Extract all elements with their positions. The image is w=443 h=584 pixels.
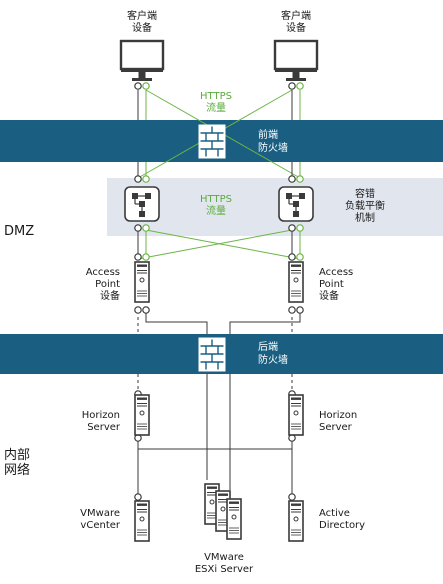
access-point-right-label-line1: Access xyxy=(319,267,353,278)
horizon-left-label-line1: Horizon xyxy=(82,410,120,421)
https-mid-label-line1: HTTPS xyxy=(200,194,232,205)
access-point-left-label-line2: Point xyxy=(95,279,120,290)
horizon-right-label-line2: Server xyxy=(319,422,353,433)
load-balancer-label-line1: 容错 xyxy=(355,187,375,200)
client-left-monitor-icon xyxy=(119,39,165,83)
access-point-right-label-line3: 设备 xyxy=(319,289,339,302)
horizon-right-label-line1: Horizon xyxy=(319,410,357,421)
esxi-label-line2: ESXi Server xyxy=(195,564,254,575)
active-directory-server-icon xyxy=(288,500,304,542)
client-right-label-line2: 设备 xyxy=(286,21,306,34)
https-top-label-line2: 流量 xyxy=(206,101,226,114)
back-firewall-label-line2: 防火墙 xyxy=(258,353,288,366)
dmz-zone-background xyxy=(107,178,443,236)
client-left-label-line1: 客户端 xyxy=(127,9,157,22)
access-point-left-server-icon xyxy=(134,261,150,303)
horizon-left-server-icon xyxy=(134,394,150,436)
load-balancer-label-line3: 机制 xyxy=(355,211,375,224)
access-point-right-label-line2: Point xyxy=(319,279,344,290)
horizon-right-server-icon xyxy=(288,394,304,436)
load-balancer-label-line2: 负载平衡 xyxy=(345,199,385,212)
https-mid-label-line2: 流量 xyxy=(206,204,226,217)
vcenter-label-line2: vCenter xyxy=(80,520,120,531)
esxi-label-line1: VMware xyxy=(204,552,244,563)
active-directory-label-line2: Directory xyxy=(319,520,365,531)
horizon-left-label-line2: Server xyxy=(87,422,121,433)
internal-zone-label-line2: 网络 xyxy=(4,462,30,478)
esxi-server-stack-icon xyxy=(204,483,242,540)
access-point-right-server-icon xyxy=(288,261,304,303)
load-balancer-left-icon xyxy=(124,186,160,222)
client-right-monitor-icon xyxy=(273,39,319,83)
dmz-zone-label: DMZ xyxy=(4,224,34,239)
client-left-label-line2: 设备 xyxy=(132,21,152,34)
vcenter-label-line1: VMware xyxy=(80,508,120,519)
access-point-left-label-line1: Access xyxy=(86,267,120,278)
https-top-label-line1: HTTPS xyxy=(200,91,232,102)
active-directory-label-line1: Active xyxy=(319,508,350,519)
load-balancer-right-icon xyxy=(278,186,314,222)
vcenter-server-icon xyxy=(134,500,150,542)
front-firewall-label-line1: 前端 xyxy=(258,128,278,141)
front-firewall-label-line2: 防火墙 xyxy=(258,141,288,154)
back-firewall-label-line1: 后端 xyxy=(258,340,278,353)
back-firewall-icon xyxy=(198,337,226,372)
client-right-label-line1: 客户端 xyxy=(281,9,311,22)
internal-zone-label-line1: 内部 xyxy=(4,447,30,463)
port-connectors xyxy=(134,82,304,501)
access-point-left-label-line3: 设备 xyxy=(100,289,120,302)
front-firewall-icon xyxy=(198,124,226,159)
